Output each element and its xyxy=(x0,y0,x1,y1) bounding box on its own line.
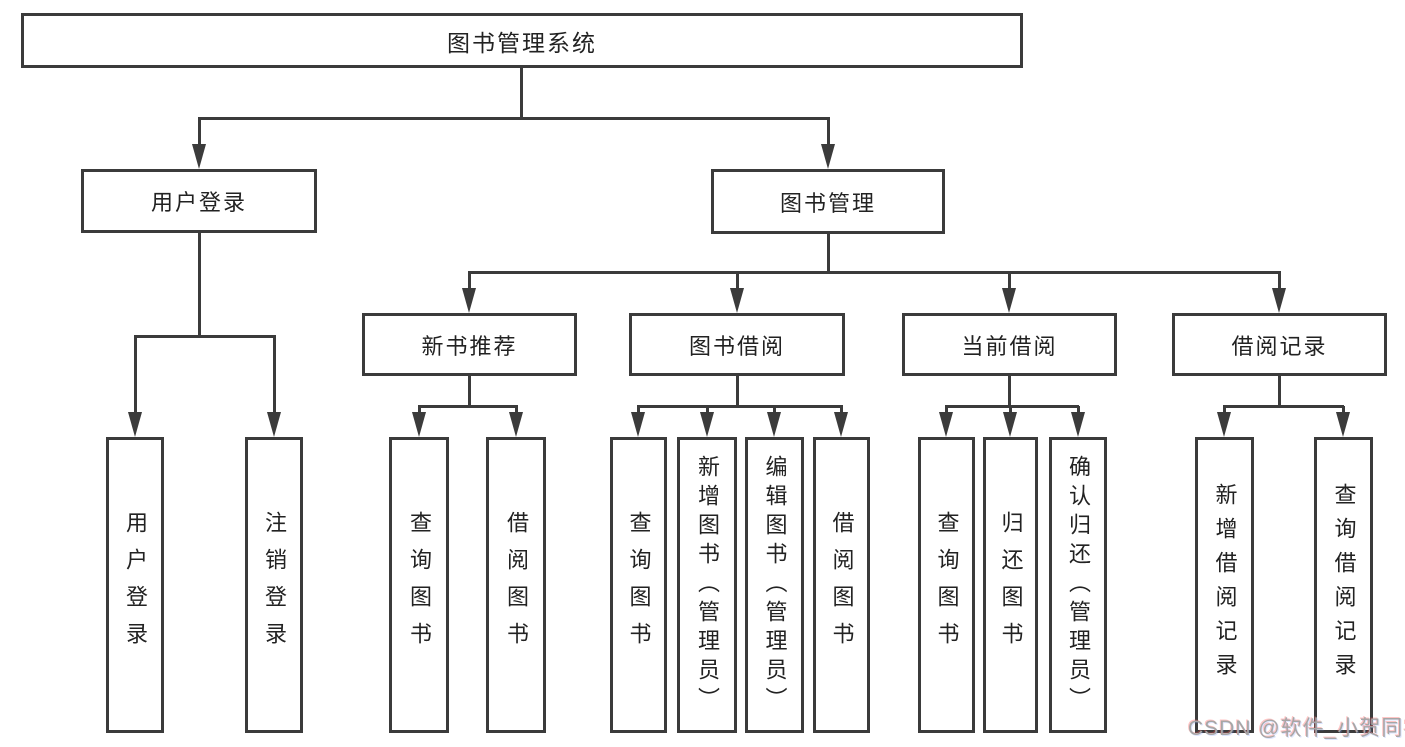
connector-book-borrow-stem xyxy=(736,376,739,406)
leaf-return-books-label: 归还图书 xyxy=(998,511,1024,659)
leaf-logout-label: 注销登录 xyxy=(262,511,287,659)
arrow-down-icon xyxy=(834,412,848,437)
node-user-login-label: 用户登录 xyxy=(150,190,247,215)
arrow-down-icon xyxy=(730,288,744,313)
arrow-down-icon xyxy=(1003,412,1017,437)
leaf-add-books-admin: 新增图书（管理员） xyxy=(677,437,737,733)
leaf-confirm-return-admin-label: 确认归还（管理员） xyxy=(1066,454,1091,716)
connector-root-branch xyxy=(198,117,830,120)
connector-drop xyxy=(945,406,948,414)
connector-user-login-branch xyxy=(134,335,276,338)
arrow-down-icon xyxy=(700,412,714,437)
connector-drop xyxy=(840,406,843,414)
connector-borrow-records-branch xyxy=(1223,405,1344,408)
node-new-book-recommend: 新书推荐 xyxy=(362,313,577,376)
connector-drop xyxy=(1077,406,1080,414)
connector-drop xyxy=(637,406,640,414)
connector-drop xyxy=(468,272,471,290)
leaf-add-borrow-record-label: 新增借阅记录 xyxy=(1212,483,1238,687)
arrow-down-icon xyxy=(1071,412,1085,437)
connector-drop xyxy=(198,118,201,146)
arrow-down-icon xyxy=(1002,288,1016,313)
connector-drop xyxy=(736,272,739,290)
connector-book-management-stem xyxy=(827,234,830,272)
connector-drop xyxy=(273,336,276,413)
connector-drop xyxy=(1278,272,1281,290)
node-borrow-records: 借阅记录 xyxy=(1172,313,1387,376)
leaf-borrow-books-label: 借阅图书 xyxy=(829,511,855,659)
connector-drop xyxy=(418,406,421,414)
csdn-watermark: CSDN @软件_小贺同学 xyxy=(1188,717,1405,740)
leaf-borrow-books-recommend: 借阅图书 xyxy=(486,437,546,733)
arrow-down-icon xyxy=(267,412,281,437)
leaf-edit-books-admin: 编辑图书（管理员） xyxy=(745,437,804,733)
arrow-down-icon xyxy=(462,288,476,313)
connector-drop xyxy=(773,406,776,414)
node-current-borrow-label: 当前借阅 xyxy=(961,333,1058,359)
connector-borrow-records-stem xyxy=(1278,376,1281,406)
connector-user-login-stem xyxy=(198,233,201,336)
leaf-add-books-admin-label: 新增图书（管理员） xyxy=(695,454,720,716)
arrow-down-icon xyxy=(631,412,645,437)
connector-drop xyxy=(1223,406,1226,414)
connector-drop xyxy=(706,406,709,414)
node-book-management-label: 图书管理 xyxy=(779,190,876,216)
arrow-down-icon xyxy=(939,412,953,437)
leaf-return-books: 归还图书 xyxy=(983,437,1038,733)
connector-drop xyxy=(134,336,137,413)
connector-drop xyxy=(1342,406,1345,414)
node-book-borrow: 图书借阅 xyxy=(629,313,845,376)
node-current-borrow: 当前借阅 xyxy=(902,313,1117,376)
arrow-down-icon xyxy=(1272,288,1286,313)
connector-current-borrow-branch xyxy=(945,405,1079,408)
connector-current-borrow-stem xyxy=(1008,376,1011,406)
node-book-borrow-label: 图书借阅 xyxy=(688,333,785,359)
leaf-borrow-books: 借阅图书 xyxy=(813,437,870,733)
connector-root-stem xyxy=(520,68,523,118)
node-new-book-recommend-label: 新书推荐 xyxy=(421,333,518,359)
leaf-query-borrow-record-label: 查询借阅记录 xyxy=(1331,483,1357,687)
leaf-query-borrow-record: 查询借阅记录 xyxy=(1314,437,1373,733)
node-book-management: 图书管理 xyxy=(711,169,945,234)
arrow-down-icon xyxy=(821,144,835,169)
leaf-borrow-books-recommend-label: 借阅图书 xyxy=(504,511,529,659)
leaf-query-books-borrow: 查询图书 xyxy=(610,437,667,733)
leaf-confirm-return-admin: 确认归还（管理员） xyxy=(1049,437,1107,733)
connector-drop xyxy=(1008,272,1011,290)
arrow-down-icon xyxy=(412,412,426,437)
node-root: 图书管理系统 xyxy=(21,13,1023,68)
connector-drop xyxy=(827,118,830,146)
connector-drop xyxy=(515,406,518,414)
arrow-down-icon xyxy=(1336,412,1350,437)
arrow-down-icon xyxy=(192,144,206,169)
node-user-login: 用户登录 xyxy=(81,169,317,233)
connector-drop xyxy=(1009,406,1012,414)
leaf-query-books-current: 查询图书 xyxy=(918,437,975,733)
node-borrow-records-label: 借阅记录 xyxy=(1231,333,1328,359)
leaf-edit-books-admin-label: 编辑图书（管理员） xyxy=(762,454,788,716)
arrow-down-icon xyxy=(509,412,523,437)
arrow-down-icon xyxy=(767,412,781,437)
connector-book-management-branch xyxy=(468,271,1281,274)
arrow-down-icon xyxy=(1217,412,1231,437)
leaf-query-books-recommend-label: 查询图书 xyxy=(407,511,432,659)
leaf-query-books-borrow-label: 查询图书 xyxy=(626,511,652,659)
leaf-add-borrow-record: 新增借阅记录 xyxy=(1195,437,1254,733)
leaf-logout: 注销登录 xyxy=(245,437,303,733)
leaf-query-books-recommend: 查询图书 xyxy=(389,437,449,733)
node-root-label: 图书管理系统 xyxy=(447,29,597,56)
leaf-query-books-current-label: 查询图书 xyxy=(934,511,960,659)
connector-new-book-branch xyxy=(418,405,518,408)
leaf-user-login-label: 用户登录 xyxy=(123,511,148,659)
connector-new-book-stem xyxy=(468,376,471,406)
connector-book-borrow-branch xyxy=(637,405,843,408)
leaf-user-login: 用户登录 xyxy=(106,437,164,733)
arrow-down-icon xyxy=(128,412,142,437)
